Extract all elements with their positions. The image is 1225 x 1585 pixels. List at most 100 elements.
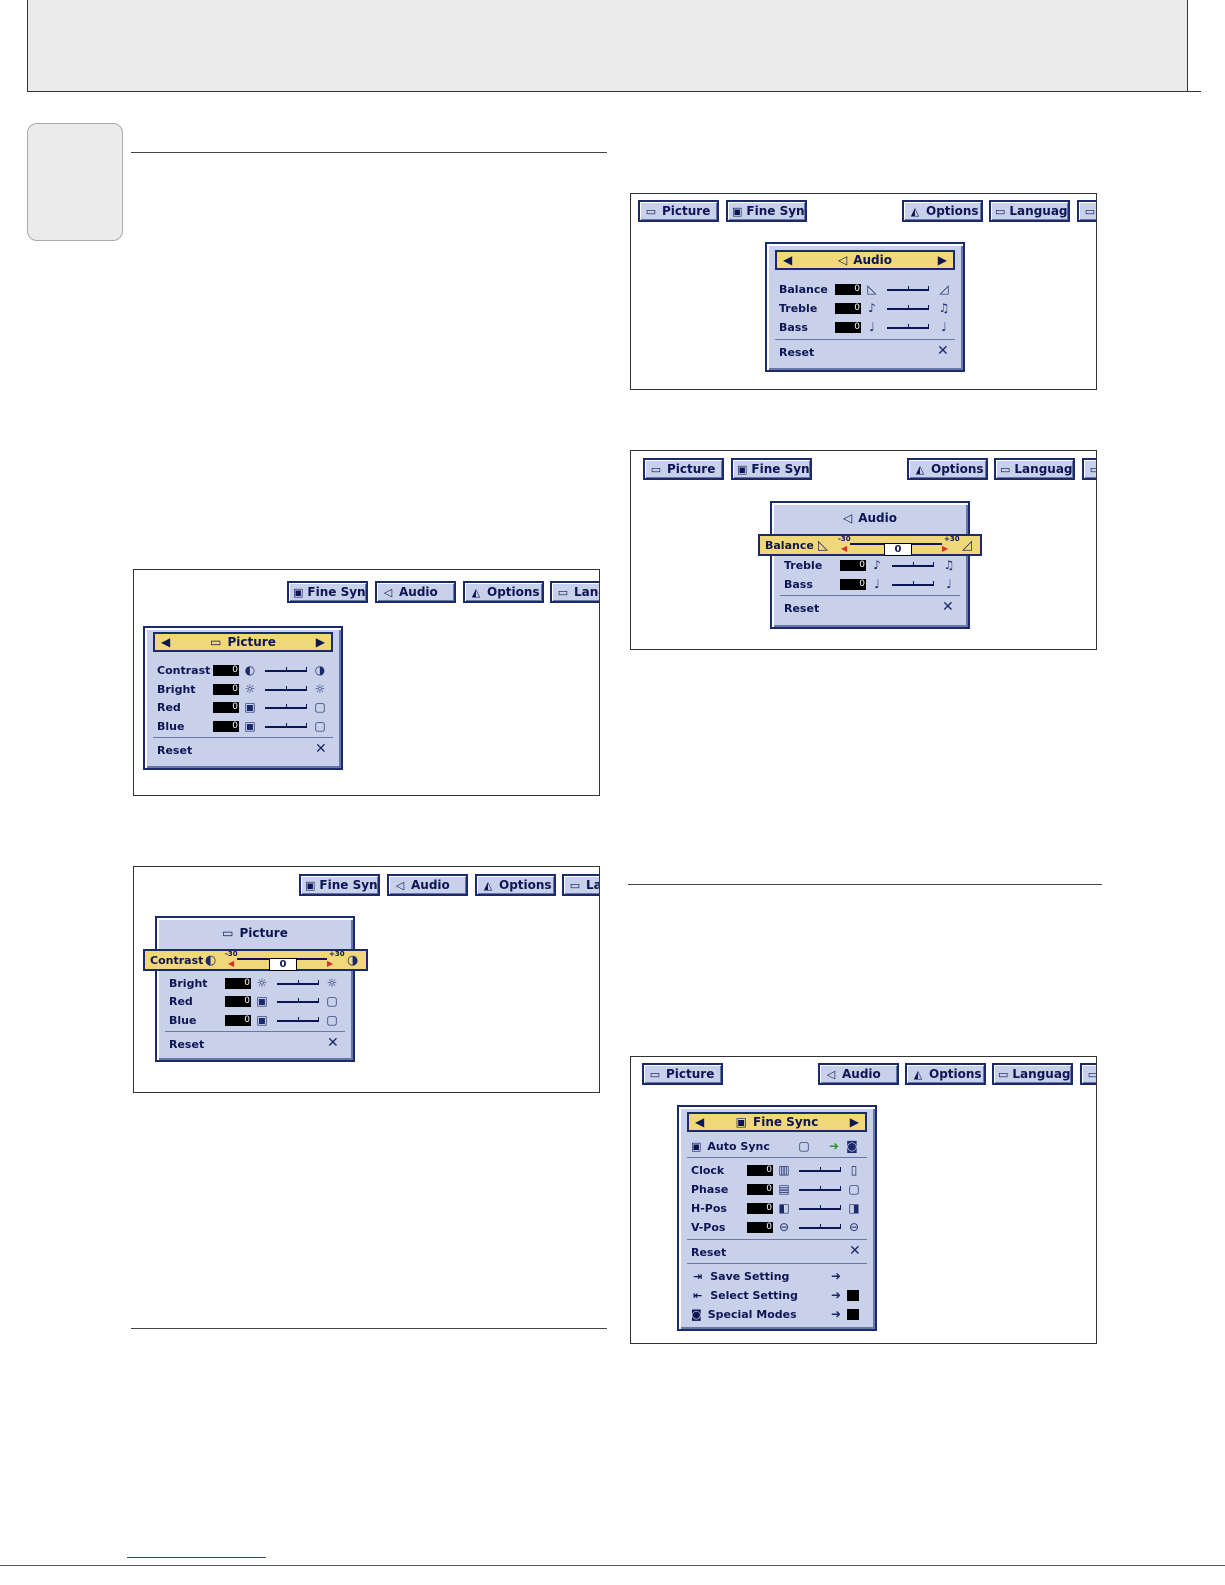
tab-options[interactable]: ◭Options	[902, 200, 983, 222]
tab-fine-sync[interactable]: ▣Fine Sync	[731, 458, 812, 480]
tab-language[interactable]: ▭Language	[994, 458, 1075, 480]
tab-options[interactable]: ◭Options	[907, 458, 988, 480]
menu-item-auto-sync[interactable]: ▣Auto Sync	[691, 1139, 770, 1153]
menu-item-bass[interactable]: Bass	[779, 320, 808, 334]
tab-options[interactable]: ◭Options	[463, 581, 544, 603]
arrow-left-icon[interactable]: ◀	[783, 253, 793, 267]
tab-picture[interactable]: ▭Picture	[643, 458, 724, 480]
select-setting-value-box	[847, 1290, 859, 1301]
audio-menu-title: ◀ ◁Audio ▶	[775, 250, 955, 270]
blue-icon: ▣	[244, 719, 256, 733]
divider	[165, 1031, 345, 1032]
arrow-right-icon[interactable]: ▶	[849, 1115, 859, 1129]
slider-treble[interactable]	[887, 305, 929, 310]
menu-item-special-modes[interactable]: ◙Special Modes	[691, 1307, 797, 1321]
menu-item-h-pos[interactable]: H-Pos	[691, 1201, 727, 1215]
arrow-left-icon[interactable]: ◀	[161, 635, 171, 649]
sun-icon: ☼	[326, 976, 338, 990]
tab-audio[interactable]: ◁Audio	[387, 874, 468, 896]
red-icon: ▢	[314, 700, 326, 714]
tab-audio[interactable]: ◁Audio	[375, 581, 456, 603]
tab-audio[interactable]: ◁Audio	[818, 1063, 899, 1085]
options-icon: ◭	[483, 878, 493, 892]
speech-bubble-icon: ▭	[557, 585, 569, 599]
special-modes-icon: ◙	[691, 1307, 702, 1321]
value-bright: 0	[213, 684, 239, 695]
value-clock: 0	[747, 1165, 773, 1176]
slider-bass[interactable]	[892, 581, 934, 586]
blue-icon: ▣	[256, 1013, 268, 1027]
arrow-left-icon[interactable]: ◀	[695, 1115, 705, 1129]
menu-item-red[interactable]: Red	[157, 700, 181, 714]
treble-clef-icon: ♫	[938, 301, 950, 315]
tab-options[interactable]: ◭Options	[475, 874, 556, 896]
slider-red[interactable]	[277, 998, 319, 1003]
screen-icon: ▭	[649, 1067, 661, 1081]
treble-clef-icon: ♪	[873, 558, 881, 572]
tab-extra[interactable]: ▭	[1077, 200, 1096, 222]
balance-value: 0	[884, 543, 912, 556]
menu-item-treble[interactable]: Treble	[779, 301, 818, 315]
slider-treble[interactable]	[892, 562, 934, 567]
tab-options[interactable]: ◭Options	[905, 1063, 986, 1085]
slider-bright[interactable]	[277, 980, 319, 985]
slider-phase[interactable]	[799, 1186, 841, 1191]
menu-item-treble[interactable]: Treble	[784, 558, 823, 572]
menu-item-bright[interactable]: Bright	[157, 682, 196, 696]
menu-item-reset[interactable]: Reset	[157, 743, 193, 757]
slider-red[interactable]	[265, 704, 307, 709]
contrast-icon: ◐	[205, 953, 217, 968]
close-icon: ✕	[849, 1243, 861, 1259]
divider	[780, 595, 960, 596]
menu-item-red[interactable]: Red	[169, 994, 193, 1008]
value-bass: 0	[835, 322, 861, 333]
arrow-right-icon[interactable]: ▶	[937, 253, 947, 267]
menu-item-reset[interactable]: Reset	[691, 1245, 727, 1259]
options-icon: ◭	[913, 1067, 923, 1081]
menu-item-reset[interactable]: Reset	[779, 345, 815, 359]
menu-item-bright[interactable]: Bright	[169, 976, 208, 990]
tab-extra[interactable]: ▭	[1082, 458, 1096, 480]
tab-language[interactable]: ▭Language	[989, 200, 1070, 222]
tab-picture[interactable]: ▭Picture	[638, 200, 719, 222]
slider-bass[interactable]	[887, 324, 929, 329]
menu-item-v-pos[interactable]: V-Pos	[691, 1220, 726, 1234]
slider-balance[interactable]	[887, 286, 929, 291]
tab-fine-sync[interactable]: ▣Fine Sync	[299, 874, 380, 896]
value-h-pos: 0	[747, 1203, 773, 1214]
arrow-right-icon: ▶	[942, 544, 949, 553]
tab-fine-sync[interactable]: ▣Fine Sync	[287, 581, 368, 603]
osd-screen-fine-sync: ▭Picture ◁Audio ◭Options ▭Language ▭ ◀ ▣…	[630, 1056, 1097, 1344]
menu-item-balance[interactable]: Balance	[779, 282, 828, 296]
menu-item-blue[interactable]: Blue	[157, 719, 185, 733]
slider-blue[interactable]	[265, 723, 307, 728]
menu-item-blue[interactable]: Blue	[169, 1013, 197, 1027]
arrow-right-icon[interactable]: ▶	[315, 635, 325, 649]
contrast-slider-expanded[interactable]: Contrast ◐ -30 ◀ 0 ▶ +30 ◑	[143, 949, 368, 971]
tab-picture[interactable]: ▭Picture	[642, 1063, 723, 1085]
tab-language[interactable]: ▭La	[562, 874, 599, 896]
auto-sync-icon: ▣	[691, 1139, 702, 1153]
slider-clock[interactable]	[799, 1167, 841, 1172]
menu-item-phase[interactable]: Phase	[691, 1182, 729, 1196]
tab-language[interactable]: ▭Language	[992, 1063, 1073, 1085]
balance-slider-expanded[interactable]: Balance ◺ -30 ◀ 0 ▶ +30 ◿	[758, 534, 982, 556]
menu-item-bass[interactable]: Bass	[784, 577, 813, 591]
slider-contrast[interactable]	[265, 667, 307, 672]
divider	[153, 737, 333, 738]
phase-icon: ▤	[778, 1182, 790, 1196]
menu-item-select-setting[interactable]: ⇤Select Setting	[693, 1288, 798, 1302]
menu-item-contrast[interactable]: Contrast	[157, 663, 211, 677]
menu-item-save-setting[interactable]: ⇥Save Setting	[693, 1269, 790, 1283]
tab-extra[interactable]: ▭	[1080, 1063, 1096, 1085]
menu-item-reset[interactable]: Reset	[169, 1037, 205, 1051]
menu-item-reset[interactable]: Reset	[784, 601, 820, 615]
slider-v-pos[interactable]	[799, 1224, 841, 1229]
tab-language[interactable]: ▭Lang	[550, 581, 599, 603]
slider-bright[interactable]	[265, 686, 307, 691]
slider-blue[interactable]	[277, 1017, 319, 1022]
menu-item-clock[interactable]: Clock	[691, 1163, 725, 1177]
value-bright: 0	[225, 978, 251, 989]
slider-h-pos[interactable]	[799, 1205, 841, 1210]
tab-fine-sync[interactable]: ▣Fine Sync	[726, 200, 807, 222]
